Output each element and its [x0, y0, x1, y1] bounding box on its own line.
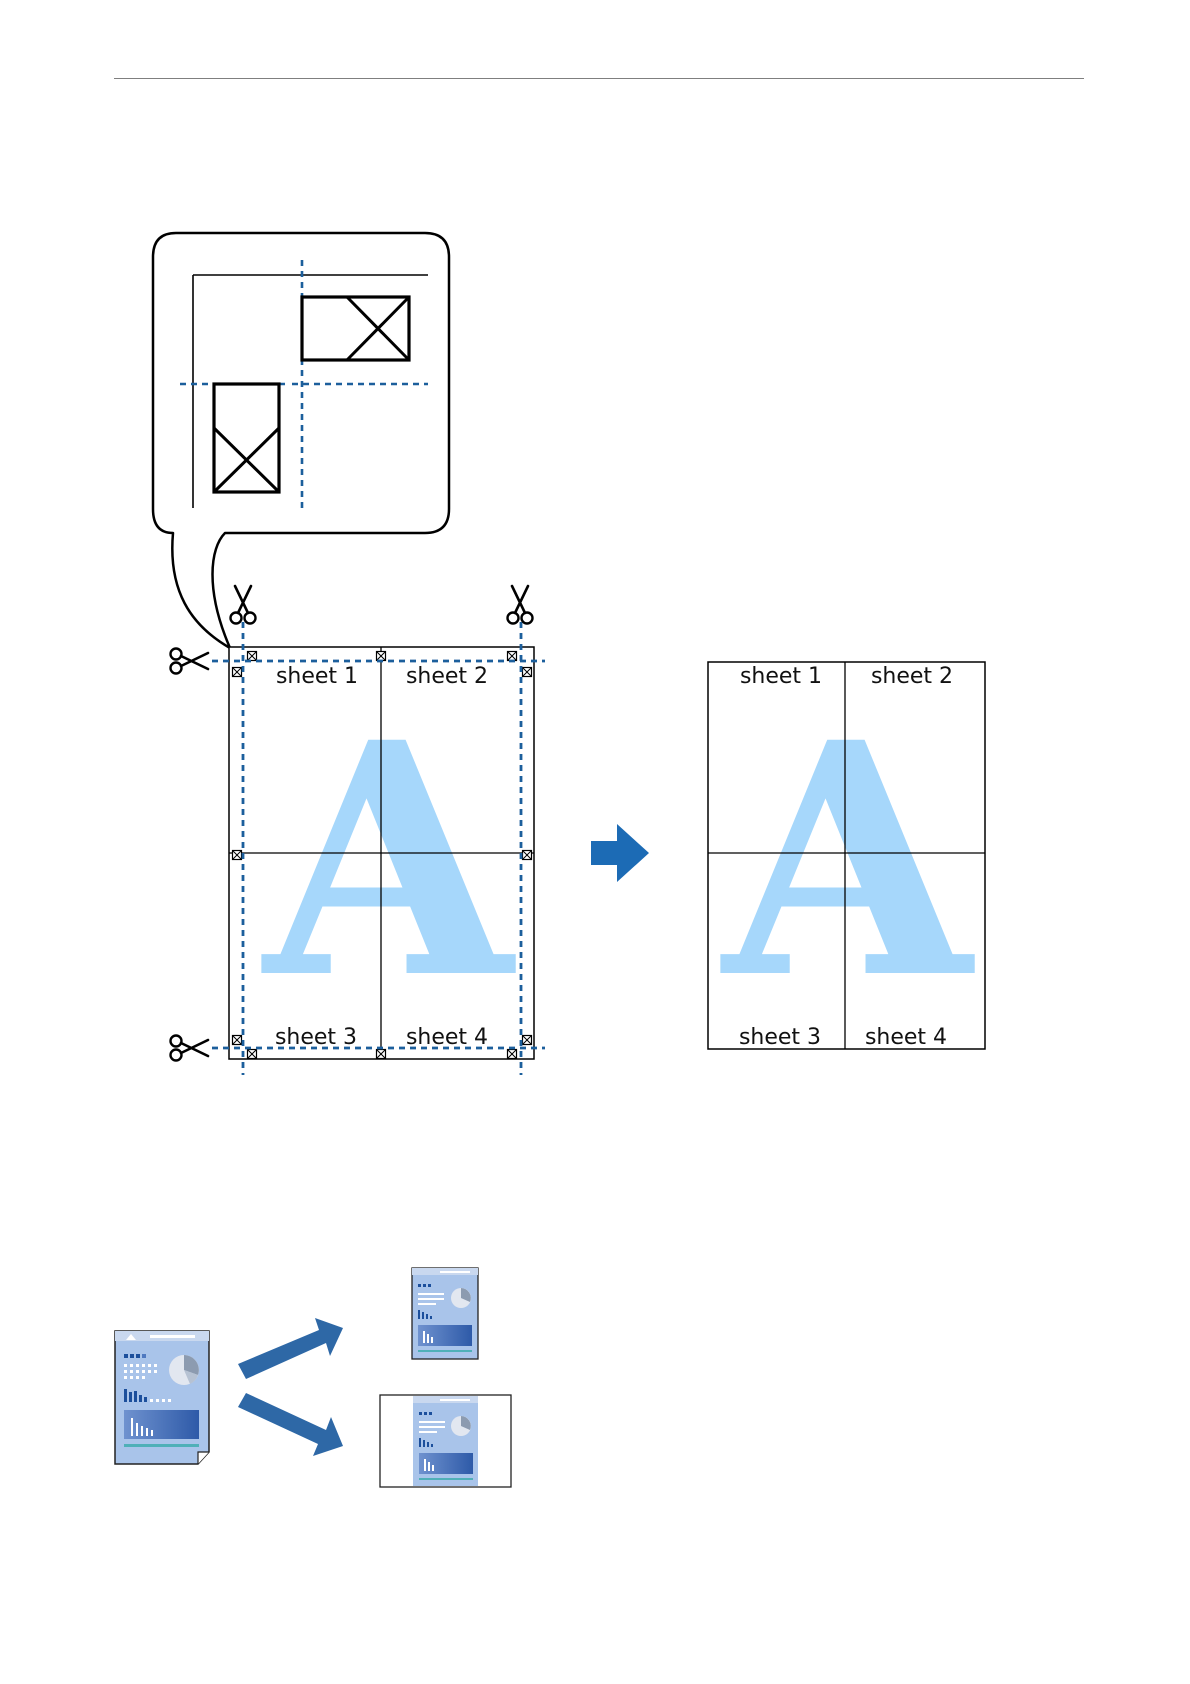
tiled-page: A sheet 1 sheet 2 sheet 3 sheet 4 — [171, 586, 546, 1075]
overlap-mark-icon — [523, 668, 532, 677]
overlap-mark-icon — [508, 1050, 517, 1059]
overlap-mark-icon — [523, 851, 532, 860]
sheet-label: sheet 2 — [871, 664, 953, 689]
scissors-icon — [171, 649, 209, 674]
arrow-icon — [238, 1318, 343, 1379]
document-icon — [413, 1396, 478, 1486]
overlap-mark-icon — [523, 1036, 532, 1045]
sheet-label: sheet 4 — [406, 1025, 488, 1050]
watermark-letter: A — [259, 674, 519, 1049]
document-icon — [412, 1268, 478, 1359]
paper-frame — [380, 1395, 511, 1487]
overlap-mark-icon — [233, 851, 242, 860]
document-icon — [115, 1331, 209, 1464]
sheet-label: sheet 1 — [276, 664, 358, 689]
sheet-label: sheet 4 — [865, 1025, 947, 1050]
sheet-label: sheet 3 — [275, 1025, 357, 1050]
arrow-icon — [238, 1393, 343, 1456]
arrow-right-icon — [591, 824, 649, 882]
overlap-mark-icon — [233, 668, 242, 677]
sheet-label: sheet 3 — [739, 1025, 821, 1050]
magnified-callout — [153, 233, 449, 648]
scissors-icon — [171, 1036, 209, 1061]
overlap-mark-icon — [248, 652, 257, 661]
fit-to-page-diagram — [115, 1268, 511, 1487]
scissors-icon — [508, 586, 533, 624]
overlap-mark-icon — [233, 1036, 242, 1045]
overlap-mark-icon — [377, 652, 386, 661]
watermark-letter: A — [718, 674, 978, 1049]
scissors-icon — [231, 586, 256, 624]
sheet-label: sheet 1 — [740, 664, 822, 689]
overlap-mark-icon — [377, 1050, 386, 1059]
overlap-mark-icon — [248, 1050, 257, 1059]
sheet-label: sheet 2 — [406, 664, 488, 689]
overlap-mark-icon — [508, 652, 517, 661]
assembled-page: A sheet 1 sheet 2 sheet 3 sheet 4 — [708, 662, 985, 1050]
